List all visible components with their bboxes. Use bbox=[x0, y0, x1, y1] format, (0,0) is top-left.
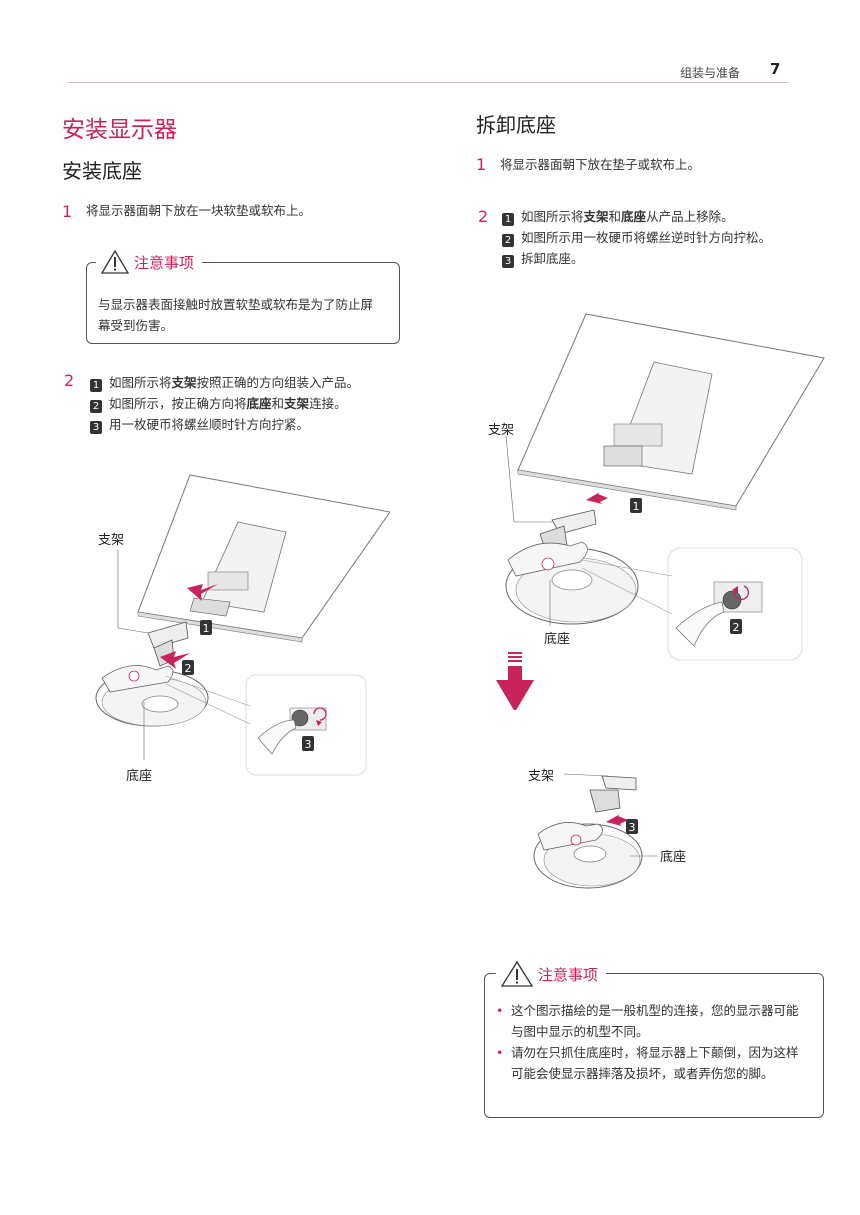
step-bold-term: 底座 bbox=[621, 209, 647, 224]
step-text: 和 bbox=[271, 396, 285, 411]
step-text: 按照正确的方向组装入产品。 bbox=[196, 375, 360, 390]
step-bold-term: 支架 bbox=[171, 375, 197, 390]
badge-1: 1 bbox=[90, 379, 102, 392]
step-text: 如图所示将 bbox=[109, 375, 172, 390]
right-step2-number: 2 bbox=[478, 207, 489, 226]
left-step2-item: 2 如图所示，按正确方向将底座和支架连接。 bbox=[90, 393, 430, 414]
warning-triangle-icon bbox=[100, 249, 130, 274]
step-bold-term: 底座 bbox=[246, 396, 272, 411]
right-step2-item: 1 如图所示将支架和底座从产品上移除。 bbox=[502, 206, 832, 227]
right-caution-header: 注意事项 bbox=[496, 960, 607, 988]
header-section-title: 组装与准备 bbox=[680, 66, 741, 80]
badge-2: 2 bbox=[502, 234, 514, 247]
step-text: 连接。 bbox=[309, 396, 347, 411]
section-title-install: 安装显示器 bbox=[62, 117, 177, 143]
step-text: 拆卸底座。 bbox=[521, 251, 584, 266]
left-caution-box bbox=[86, 262, 400, 344]
right-step2-item: 2 如图所示用一枚硬币将螺丝逆时针方向拧松。 bbox=[502, 227, 832, 248]
warning-triangle-icon bbox=[500, 960, 534, 987]
label-base: 底座 bbox=[660, 849, 686, 865]
install-base-illustration: 支架 底座 1 2 3 bbox=[95, 474, 390, 784]
badge-3: 3 bbox=[502, 255, 514, 268]
right-step2-list: 1 如图所示将支架和底座从产品上移除。 2 如图所示用一枚硬币将螺丝逆时针方向拧松。… bbox=[502, 206, 832, 269]
callout-1: 1 bbox=[633, 500, 640, 513]
callout-3: 3 bbox=[629, 821, 636, 834]
down-arrow-icon bbox=[508, 666, 522, 680]
detached-stand-illustration: 支架 底座 3 bbox=[528, 769, 686, 889]
caution-note: 请勿在只抓住底座时，将显示器上下颠倒，因为这样可能会使显示器摔落及损坏，或者弄伤… bbox=[496, 1042, 808, 1084]
right-caution-title: 注意事项 bbox=[534, 963, 603, 985]
step-bold-term: 支架 bbox=[284, 396, 310, 411]
callout-3: 3 bbox=[305, 738, 312, 751]
label-stand: 支架 bbox=[98, 533, 124, 548]
down-arrow-head bbox=[496, 680, 534, 710]
right-caution-box bbox=[484, 973, 824, 1118]
callout-2: 2 bbox=[185, 662, 192, 675]
step-bold-term: 支架 bbox=[583, 209, 609, 224]
label-base: 底座 bbox=[126, 768, 152, 784]
section-title-remove-base: 拆卸底座 bbox=[476, 113, 556, 137]
left-caution-text: 与显示器表面接触时放置软垫或软布是为了防止屏幕受到伤害。 bbox=[98, 297, 374, 333]
page-number: 7 bbox=[770, 60, 781, 78]
badge-1: 1 bbox=[502, 213, 514, 226]
label-stand: 支架 bbox=[488, 423, 514, 438]
step-text: 从产品上移除。 bbox=[646, 209, 734, 224]
subtitle-install-base: 安装底座 bbox=[62, 159, 142, 183]
badge-3: 3 bbox=[90, 421, 102, 434]
left-step1-text: 将显示器面朝下放在一块软垫或软布上。 bbox=[86, 203, 312, 218]
right-caution-notes: 这个图示描绘的是一般机型的连接，您的显示器可能与图中显示的机型不同。 请勿在只抓… bbox=[496, 1000, 808, 1084]
left-caution-title: 注意事项 bbox=[130, 251, 199, 273]
right-step1-text: 将显示器面朝下放在垫子或软布上。 bbox=[500, 157, 701, 172]
callout-1: 1 bbox=[203, 622, 210, 635]
left-step2-item: 1 如图所示将支架按照正确的方向组装入产品。 bbox=[90, 372, 430, 393]
remove-base-illustration: 支架 底座 1 2 bbox=[488, 313, 825, 710]
right-step2-item: 3 拆卸底座。 bbox=[502, 248, 832, 269]
left-step2-number: 2 bbox=[64, 371, 75, 390]
badge-2: 2 bbox=[90, 400, 102, 413]
step-text: 如图所示，按正确方向将 bbox=[109, 396, 247, 411]
left-step1-number: 1 bbox=[62, 202, 73, 221]
caution-note: 这个图示描绘的是一般机型的连接，您的显示器可能与图中显示的机型不同。 bbox=[496, 1000, 808, 1042]
header-rule bbox=[68, 82, 788, 83]
left-caution-header: 注意事项 bbox=[96, 249, 203, 275]
step-text: 用一枚硬币将螺丝顺时针方向拧紧。 bbox=[109, 417, 310, 432]
left-step2-item: 3 用一枚硬币将螺丝顺时针方向拧紧。 bbox=[90, 414, 430, 435]
right-step1-number: 1 bbox=[476, 155, 487, 174]
label-stand: 支架 bbox=[528, 769, 554, 784]
callout-2: 2 bbox=[733, 621, 740, 634]
label-base: 底座 bbox=[544, 631, 570, 647]
step-text: 和 bbox=[608, 209, 622, 224]
step-text: 如图所示用一枚硬币将螺丝逆时针方向拧松。 bbox=[521, 230, 772, 245]
step-text: 如图所示将 bbox=[521, 209, 584, 224]
